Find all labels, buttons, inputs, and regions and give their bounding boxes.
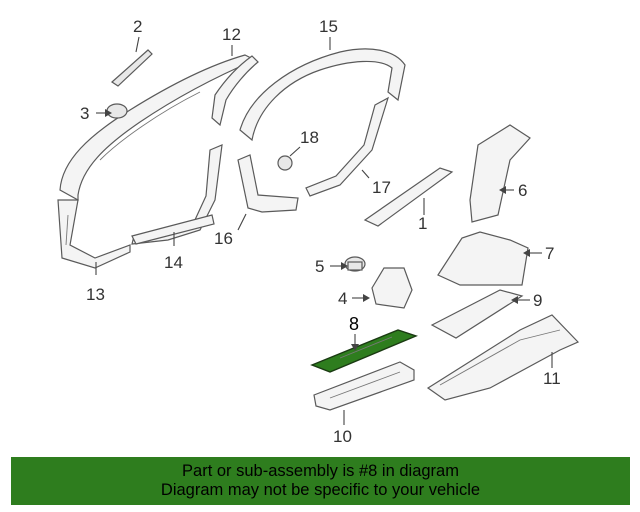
callout-17: 17 [372,178,391,197]
part-2-trim-strip[interactable] [111,49,153,87]
callout-7: 7 [545,244,554,263]
callout-9: 9 [533,291,542,310]
callout-3: 3 [80,104,89,123]
parts-diagram: 2 3 12 15 18 17 1 6 16 14 13 7 5 4 9 8 1… [57,17,580,446]
callout-16: 16 [214,229,233,248]
callout-13: 13 [86,285,105,304]
callout-10: 10 [333,427,352,446]
callout-11: 11 [543,369,561,388]
callout-12: 12 [222,25,241,44]
part-15-rear-weatherstrip[interactable] [239,48,406,142]
part-7-kick-panel[interactable] [437,231,529,286]
part-8-sill-plate-highlighted[interactable] [310,329,418,373]
callout-15: 15 [319,17,338,36]
callout-14: 14 [164,253,183,272]
part-9-scuff-plate[interactable] [430,289,524,339]
leader-lines [95,36,553,425]
part-6-pillar-trim[interactable] [469,124,531,223]
callout-2: 2 [133,17,142,36]
info-banner: Part or sub-assembly is #8 in diagram Di… [11,457,630,505]
callout-6: 6 [518,181,527,200]
callout-18: 18 [300,128,319,147]
callout-4: 4 [338,289,347,308]
part-5-clip[interactable] [344,256,366,272]
callout-8-highlighted: 8 [349,314,359,334]
part-16-rear-lower-trim[interactable] [237,154,299,213]
banner-line-2: Diagram may not be specific to your vehi… [160,481,481,499]
part-17-b-pillar-trim[interactable] [305,96,390,197]
part-10-sill-reinforcement[interactable] [313,361,415,411]
part-18-clip[interactable] [277,155,293,171]
part-14-front-lower-trim[interactable] [131,214,215,245]
part-3-cap[interactable] [106,103,128,119]
banner-line-1: Part or sub-assembly is #8 in diagram [182,462,459,480]
part-11-rocker-reinforcement[interactable] [426,314,580,401]
part-1-rear-trim[interactable] [363,167,454,227]
callout-5: 5 [315,257,324,276]
part-4-bracket[interactable] [371,267,413,309]
callout-1: 1 [418,214,427,233]
